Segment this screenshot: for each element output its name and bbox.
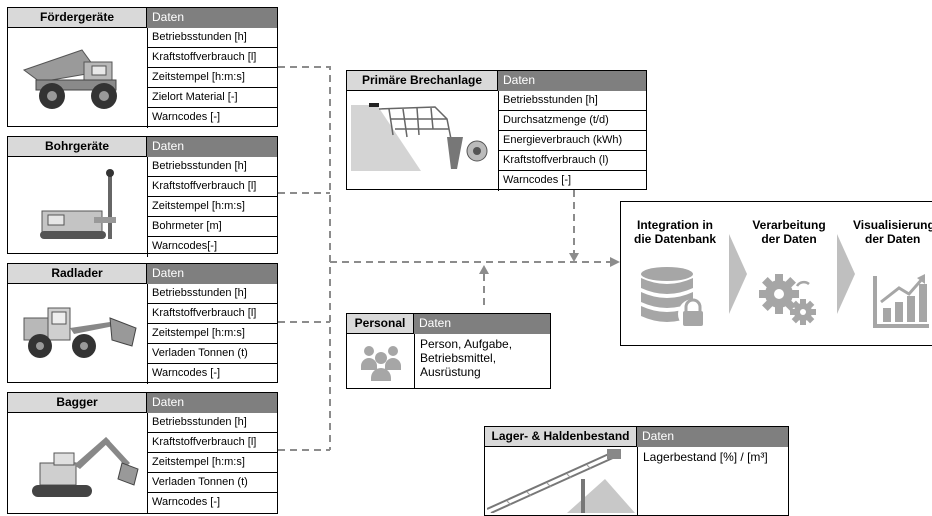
data-row: Warncodes [-] <box>152 367 221 379</box>
wheel-loader-illustration <box>23 307 137 358</box>
chevron-arrow-icon <box>729 234 747 314</box>
drill-rig-illustration <box>40 169 116 239</box>
data-row: Zeitstempel [h:m:s] <box>148 197 277 217</box>
equipment-title: Fördergeräte <box>8 8 147 28</box>
data-header: Daten <box>147 264 277 284</box>
chevron-arrow-icon <box>837 234 855 314</box>
crusher-title: Primäre Brechanlage <box>347 71 498 91</box>
data-row: Kraftstoffverbrauch [l] <box>148 304 277 324</box>
step-label: der Daten <box>761 232 817 246</box>
personnel-card: Personal Daten Person, Aufgabe, Betriebs… <box>346 313 551 389</box>
step-label: Verarbeitung <box>752 218 826 232</box>
data-row: Kraftstoffverbrauch (l) <box>499 151 646 171</box>
data-row: Kraftstoffverbrauch [l] <box>148 177 277 197</box>
data-row: Kraftstoffverbrauch [l] <box>148 48 277 68</box>
personnel-text-line: Person, Aufgabe, <box>420 337 513 351</box>
data-row: Betriebsstunden [h] <box>148 413 277 433</box>
step-label: die Datenbank <box>633 232 717 246</box>
data-row: Durchsatzmenge (t/d) <box>499 111 646 131</box>
data-header: Daten <box>414 314 550 334</box>
data-header: Daten <box>147 393 277 413</box>
data-row: Warncodes [-] <box>503 174 572 186</box>
crusher-plant-illustration <box>351 103 488 171</box>
data-row: Warncodes [-] <box>152 111 221 123</box>
data-row: Zeitstempel [h:m:s] <box>148 453 277 473</box>
crusher-card: Primäre Brechanlage Daten Betriebsstunde… <box>346 70 647 191</box>
data-row: Verladen Tonnen (t) <box>148 344 277 364</box>
stockpile-card: Lager- & Haldenbestand Daten Lagerbestan… <box>484 426 789 516</box>
personnel-text-line: Ausrüstung <box>420 365 481 379</box>
data-row: Betriebsstunden [h] <box>499 91 646 111</box>
pipeline-step-visualization: Visualisierung der Daten <box>853 218 932 246</box>
bar-chart-icon <box>873 274 929 328</box>
data-header: Daten <box>147 137 277 157</box>
equipment-card-bagger: Bagger Daten Betriebsstunden [h] Kraftst… <box>7 392 278 514</box>
data-row: Energieverbrauch (kWh) <box>499 131 646 151</box>
data-row: Betriebsstunden [h] <box>148 284 277 304</box>
equipment-title: Bagger <box>8 393 147 413</box>
processing-pipeline: Integration in die Datenbank Verarbeitun… <box>620 201 932 346</box>
excavator-illustration <box>32 437 139 497</box>
data-header: Daten <box>147 8 277 28</box>
equipment-title: Radlader <box>8 264 147 284</box>
equipment-card-foerdergeraete: Fördergeräte Daten Betriebsstunden [h] K… <box>7 7 278 128</box>
stockpile-conveyor-illustration <box>487 449 635 513</box>
data-row: Betriebsstunden [h] <box>148 28 277 48</box>
dump-truck-illustration <box>22 49 117 109</box>
stockpile-title: Lager- & Haldenbestand <box>485 427 637 447</box>
personnel-title: Personal <box>347 314 414 334</box>
step-label: Integration in <box>637 218 713 232</box>
data-row: Bohrmeter [m] <box>148 217 277 237</box>
people-group-icon <box>361 346 401 381</box>
data-header: Daten <box>498 71 646 91</box>
step-label: Visualisierung <box>853 218 932 232</box>
data-row: Warncodes [-] <box>152 496 221 508</box>
equipment-card-radlader: Radlader Daten Betriebsstunden [h] Kraft… <box>7 263 278 384</box>
data-row: Zeitstempel [h:m:s] <box>148 68 277 88</box>
gears-icon <box>759 274 816 325</box>
step-label: der Daten <box>865 232 921 246</box>
equipment-card-bohrgeraete: Bohrgeräte Daten Betriebsstunden [h] Kra… <box>7 136 278 257</box>
stockpile-text: Lagerbestand [%] / [m³] <box>643 450 768 464</box>
data-row: Warncodes[-] <box>152 240 218 252</box>
data-row: Zeitstempel [h:m:s] <box>148 324 277 344</box>
data-header: Daten <box>637 427 788 447</box>
pipeline-step-processing: Verarbeitung der Daten <box>745 218 833 246</box>
data-row: Betriebsstunden [h] <box>148 157 277 177</box>
pipeline-step-integration: Integration in die Datenbank <box>623 218 727 246</box>
data-row: Kraftstoffverbrauch [l] <box>148 433 277 453</box>
data-row: Verladen Tonnen (t) <box>148 473 277 493</box>
data-row: Zielort Material [-] <box>148 88 277 108</box>
personnel-text-line: Betriebsmittel, <box>420 351 497 365</box>
database-lock-icon <box>641 267 708 329</box>
equipment-title: Bohrgeräte <box>8 137 147 157</box>
